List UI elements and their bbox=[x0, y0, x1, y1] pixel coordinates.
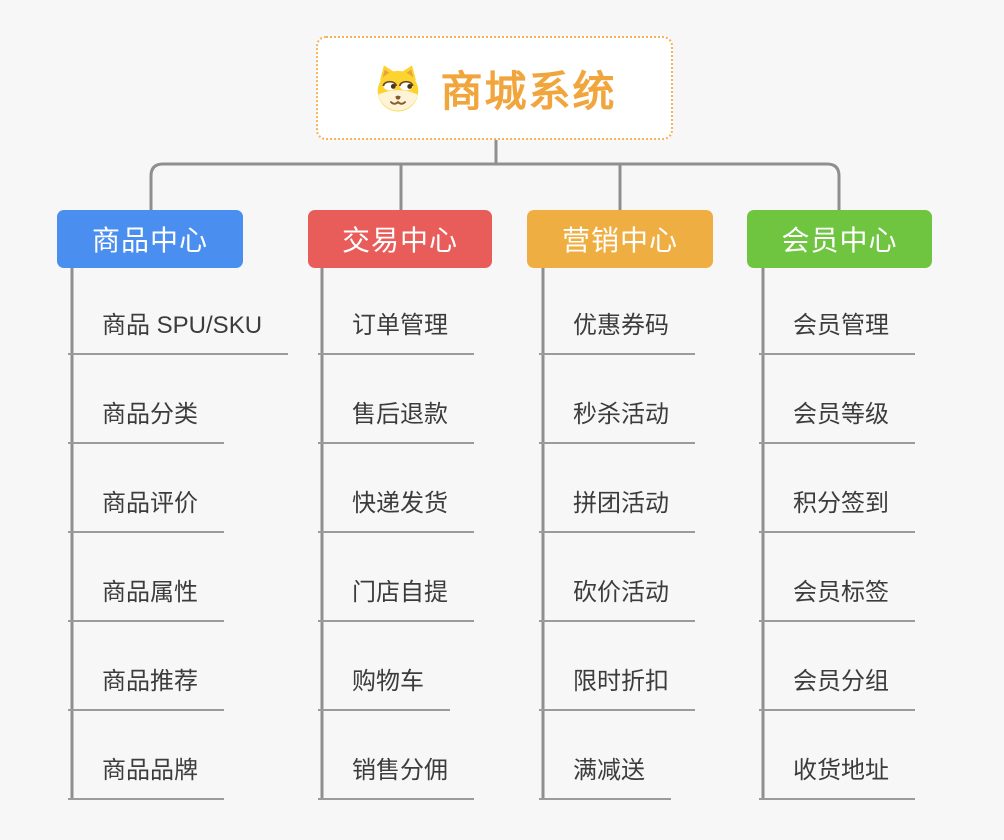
child-node-bargain-activity[interactable]: 砍价活动 bbox=[539, 577, 695, 622]
child-node-points-checkin[interactable]: 积分签到 bbox=[759, 488, 915, 533]
child-node-member-group[interactable]: 会员分组 bbox=[759, 666, 915, 711]
child-node-member-tag[interactable]: 会员标签 bbox=[759, 577, 915, 622]
child-node-product-category[interactable]: 商品分类 bbox=[68, 399, 224, 444]
branch-header-marketing-center[interactable]: 营销中心 bbox=[527, 210, 713, 268]
child-node-express-delivery[interactable]: 快递发货 bbox=[318, 488, 474, 533]
root-label: 商城系统 bbox=[440, 67, 617, 115]
child-node-product-recommend[interactable]: 商品推荐 bbox=[68, 666, 224, 711]
root-node[interactable]: 商城系统 bbox=[316, 36, 673, 140]
child-node-shopping-cart[interactable]: 购物车 bbox=[318, 666, 450, 711]
child-node-product-review[interactable]: 商品评价 bbox=[68, 488, 224, 533]
branch-header-trade-center[interactable]: 交易中心 bbox=[308, 210, 492, 268]
child-node-member-level[interactable]: 会员等级 bbox=[759, 399, 915, 444]
child-node-product-spu-sku[interactable]: 商品 SPU/SKU bbox=[68, 310, 289, 355]
child-node-full-reduction[interactable]: 满减送 bbox=[539, 755, 671, 800]
child-node-store-pickup[interactable]: 门店自提 bbox=[318, 577, 474, 622]
dog-icon bbox=[372, 63, 424, 113]
branch-header-product-center[interactable]: 商品中心 bbox=[57, 210, 243, 268]
child-node-shipping-address[interactable]: 收货地址 bbox=[759, 755, 915, 800]
child-node-group-buy[interactable]: 拼团活动 bbox=[539, 488, 695, 533]
child-node-order-management[interactable]: 订单管理 bbox=[318, 310, 474, 355]
child-node-limited-time-discount[interactable]: 限时折扣 bbox=[539, 666, 695, 711]
branch-header-member-center[interactable]: 会员中心 bbox=[747, 210, 932, 268]
child-node-flash-sale[interactable]: 秒杀活动 bbox=[539, 399, 695, 444]
child-node-product-attribute[interactable]: 商品属性 bbox=[68, 577, 224, 622]
child-node-product-brand[interactable]: 商品品牌 bbox=[68, 755, 224, 800]
child-node-aftersale-refund[interactable]: 售后退款 bbox=[318, 399, 474, 444]
child-node-member-management[interactable]: 会员管理 bbox=[759, 310, 915, 355]
child-node-coupon-code[interactable]: 优惠券码 bbox=[539, 310, 695, 355]
child-node-sales-commission[interactable]: 销售分佣 bbox=[318, 755, 474, 800]
